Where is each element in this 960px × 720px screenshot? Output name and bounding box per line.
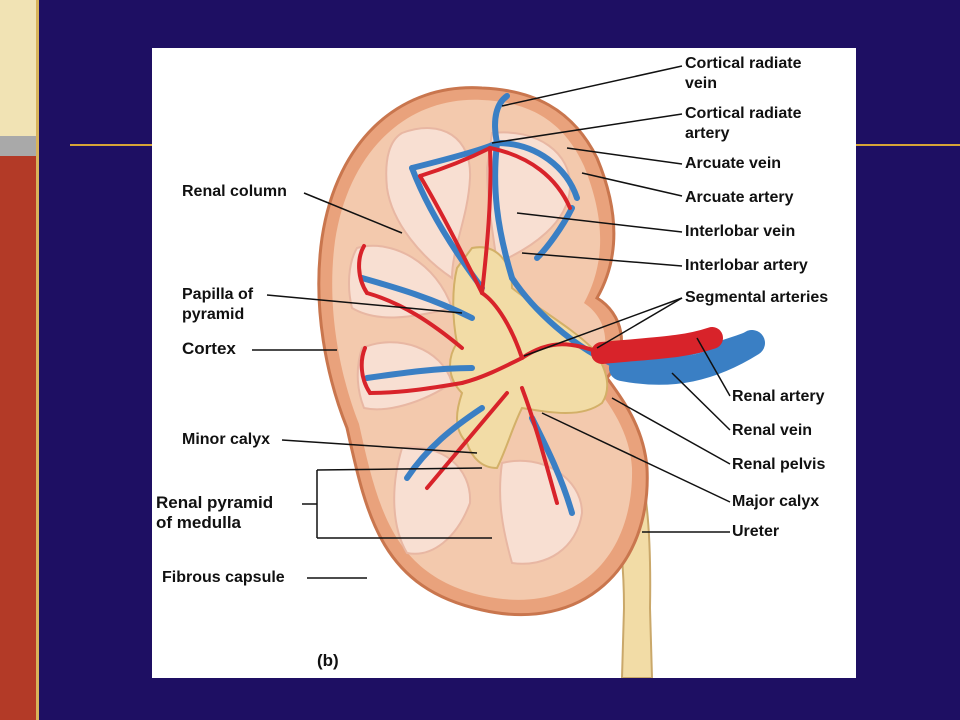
label-ureter: Ureter — [732, 523, 780, 540]
label-cortical-radiate-vein: Cortical radiate vein — [685, 55, 802, 92]
label-renal-pelvis: Renal pelvis — [732, 456, 826, 473]
sidebar-top-block — [0, 0, 36, 136]
kidney-figure: Cortical radiate vein Cortical radiate a… — [152, 48, 856, 678]
label-interlobar-vein: Interlobar vein — [685, 223, 796, 240]
label-segmental-arteries: Segmental arteries — [685, 289, 829, 306]
sidebar-gray-block — [0, 136, 36, 156]
renal-arteries — [357, 146, 604, 505]
label-minor-calyx: Minor calyx — [182, 431, 271, 448]
label-renal-artery: Renal artery — [732, 388, 825, 405]
label-arcuate-vein: Arcuate vein — [685, 155, 782, 172]
sidebar-edge-line — [36, 0, 39, 720]
label-cortex: Cortex — [182, 339, 236, 358]
label-papilla-of-pyramid: Papilla of pyramid — [182, 286, 254, 323]
label-renal-vein: Renal vein — [732, 422, 813, 439]
label-interlobar-artery: Interlobar artery — [685, 257, 808, 274]
label-cortical-radiate-artery: Cortical radiate artery — [685, 105, 802, 142]
panel-label: (b) — [317, 651, 339, 670]
renal-artery-trunk — [591, 327, 723, 364]
label-fibrous-capsule: Fibrous capsule — [162, 569, 285, 586]
renal-vein-trunk — [609, 330, 765, 385]
title-rule-left — [70, 144, 152, 146]
label-major-calyx: Major calyx — [732, 493, 820, 510]
leader-lines — [252, 65, 731, 579]
title-rule-right — [856, 144, 960, 146]
label-renal-column: Renal column — [182, 183, 287, 200]
kidney-diagram — [252, 65, 765, 678]
label-renal-pyramid-of-medulla: Renal pyramid of medulla — [156, 493, 274, 532]
label-arcuate-artery: Arcuate artery — [685, 189, 794, 206]
